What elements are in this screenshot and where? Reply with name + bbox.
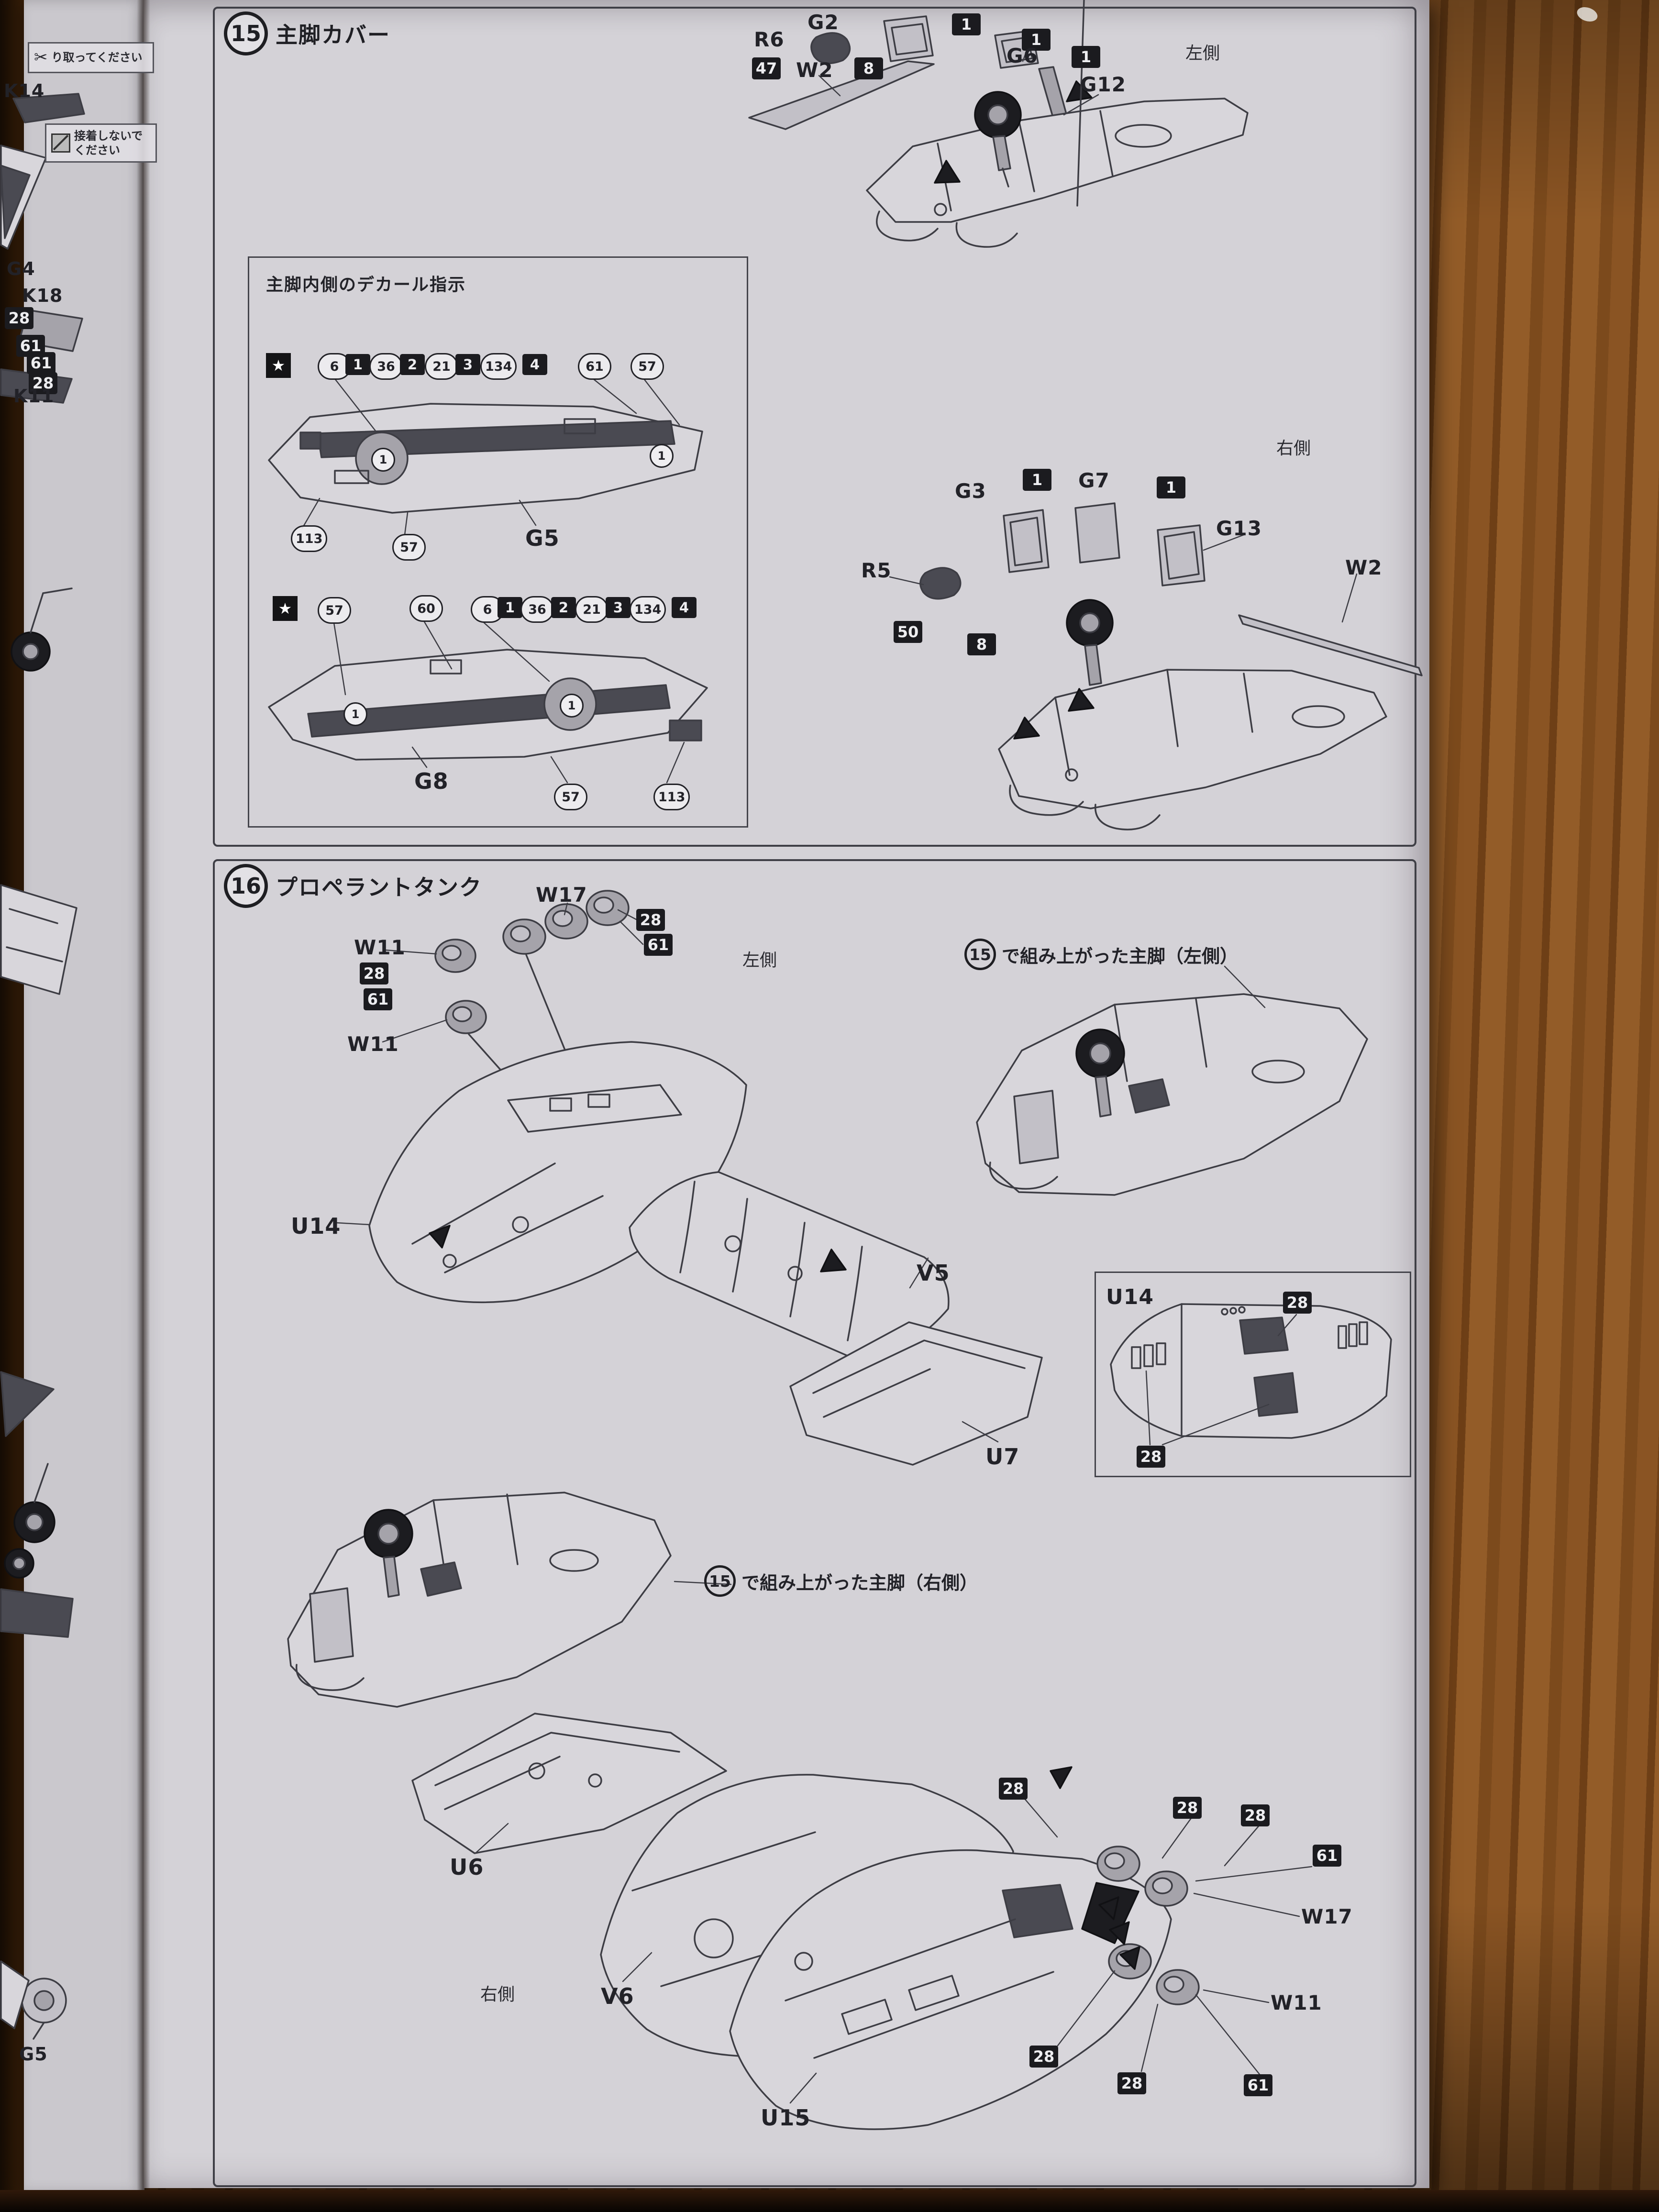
no-glue-note-text: 接着しないで ください [74,129,143,157]
decal-instruction-box [248,256,748,828]
left-page [24,0,144,2193]
step-16-number: 16 [224,864,268,908]
step-15-title: 主脚カバー [276,22,390,48]
scissors-icon: ✂ [34,48,48,67]
step-16-box [213,859,1416,2187]
cut-out-note: ✂ り取ってください [28,42,154,73]
step-15-number: 15 [224,11,268,55]
no-glue-note: 接着しないで ください [45,123,157,163]
no-glue-icon [51,133,70,153]
table-edge-shadow [0,2190,1659,2212]
step-16-title: プロペラントタンク [276,874,482,900]
u14-inset-box [1095,1272,1411,1477]
decal-box-title: 主脚内側のデカール指示 [266,275,466,295]
step-15-header: 15 主脚カバー [224,11,390,55]
step-15-box [213,7,1416,847]
table-shadow-left [0,0,25,2212]
cut-out-note-text: り取ってください [51,51,143,65]
step-16-header: 16 プロペラントタンク [224,864,482,908]
page-fold-shadow [137,0,150,2193]
paper-speck [1575,4,1600,24]
